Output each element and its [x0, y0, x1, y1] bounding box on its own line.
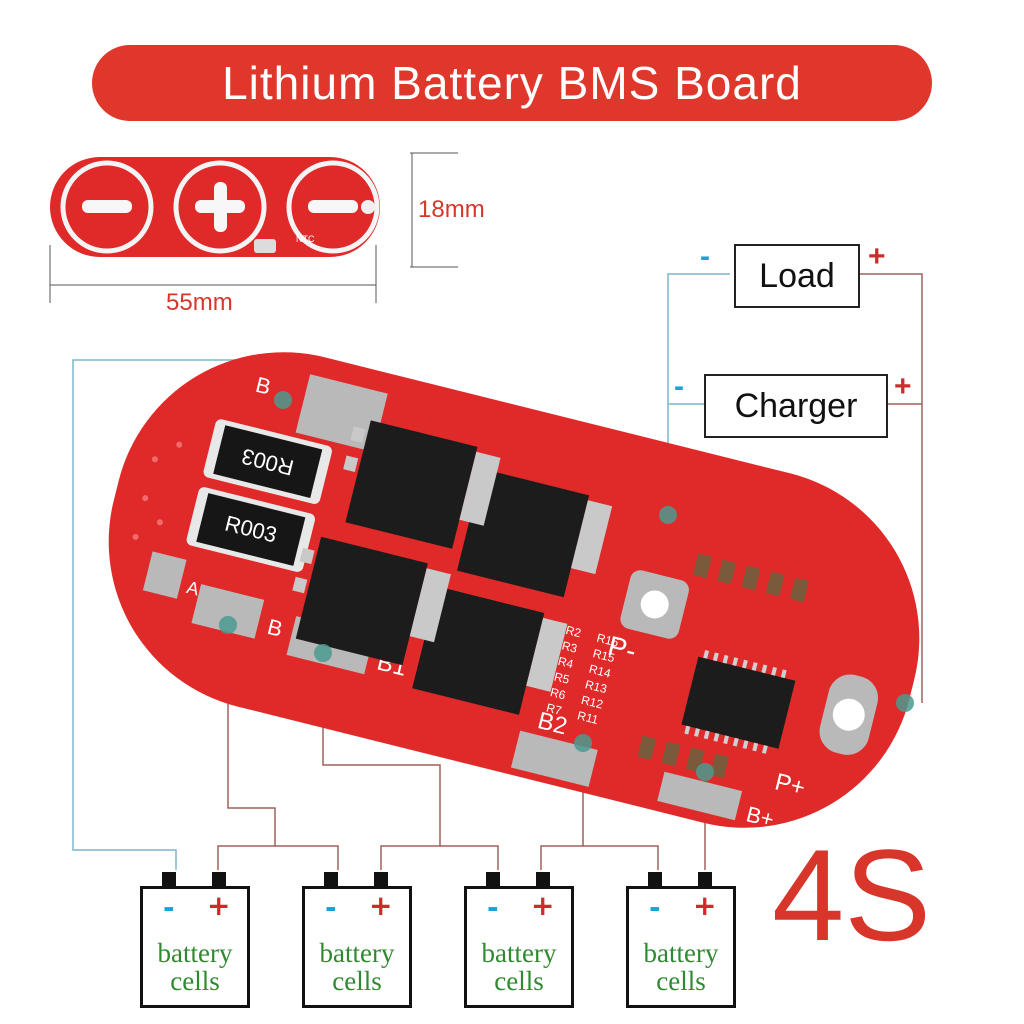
battery-cell-3: - + battery cells: [464, 872, 574, 1008]
series-config-label: 4S: [772, 822, 932, 968]
cell-plus-sign: +: [369, 889, 393, 922]
top-view-drawing: NTC: [49, 152, 458, 303]
cell-label-line2: cells: [656, 966, 706, 996]
r-label: R15: [591, 646, 616, 665]
r-label: R6: [549, 685, 568, 702]
battery-cell-2: - + battery cells: [302, 872, 412, 1008]
cell-minus-sign: -: [649, 891, 661, 924]
pad-label-b-lower: B: [265, 614, 285, 642]
load-plus-sign: +: [868, 240, 886, 273]
bms-board: B R003 R003 A B B1: [108, 352, 920, 832]
r-label: R16: [595, 631, 620, 650]
r-label: R5: [553, 670, 572, 687]
title-banner: Lithium Battery BMS Board: [92, 45, 932, 121]
battery-cell-4: - + battery cells: [626, 872, 736, 1008]
r-label: R14: [588, 662, 613, 681]
charger-label: Charger: [734, 386, 858, 425]
cell-plus-sign: +: [531, 889, 555, 922]
cell-label-line1: battery: [157, 938, 233, 968]
title-text: Lithium Battery BMS Board: [222, 57, 802, 109]
cell-label-line2: cells: [332, 966, 382, 996]
r-label: R11: [576, 708, 600, 727]
battery-cell-1: - + battery cells: [140, 872, 250, 1008]
cell-label-line1: battery: [481, 938, 557, 968]
r-label: R4: [556, 654, 575, 671]
width-dimension-label: 55mm: [166, 289, 233, 316]
ntc-label: NTC: [296, 234, 315, 244]
charger-minus-sign: -: [674, 370, 684, 403]
charger-box: Charger: [704, 374, 888, 438]
cell-plus-sign: +: [207, 889, 231, 922]
height-dimension-label: 18mm: [418, 196, 485, 223]
r-label: R12: [580, 693, 605, 712]
r-label: R7: [545, 701, 564, 718]
charger-plus-sign: +: [894, 370, 912, 403]
pad-label-b: B: [253, 372, 273, 400]
cell-label-line2: cells: [494, 966, 544, 996]
cell-label-line1: battery: [643, 938, 719, 968]
load-box: Load: [734, 244, 860, 308]
cell-minus-sign: -: [325, 891, 337, 924]
r-label: R3: [560, 638, 579, 655]
r-label: R2: [564, 623, 583, 640]
pad-label-a: A: [185, 577, 201, 599]
r-label: R13: [584, 677, 609, 696]
cell-label-line2: cells: [170, 966, 220, 996]
cell-minus-sign: -: [163, 891, 175, 924]
load-minus-sign: -: [700, 240, 710, 273]
cell-minus-sign: -: [487, 891, 499, 924]
cell-label-line1: battery: [319, 938, 395, 968]
load-label: Load: [759, 256, 835, 295]
cell-plus-sign: +: [693, 889, 717, 922]
